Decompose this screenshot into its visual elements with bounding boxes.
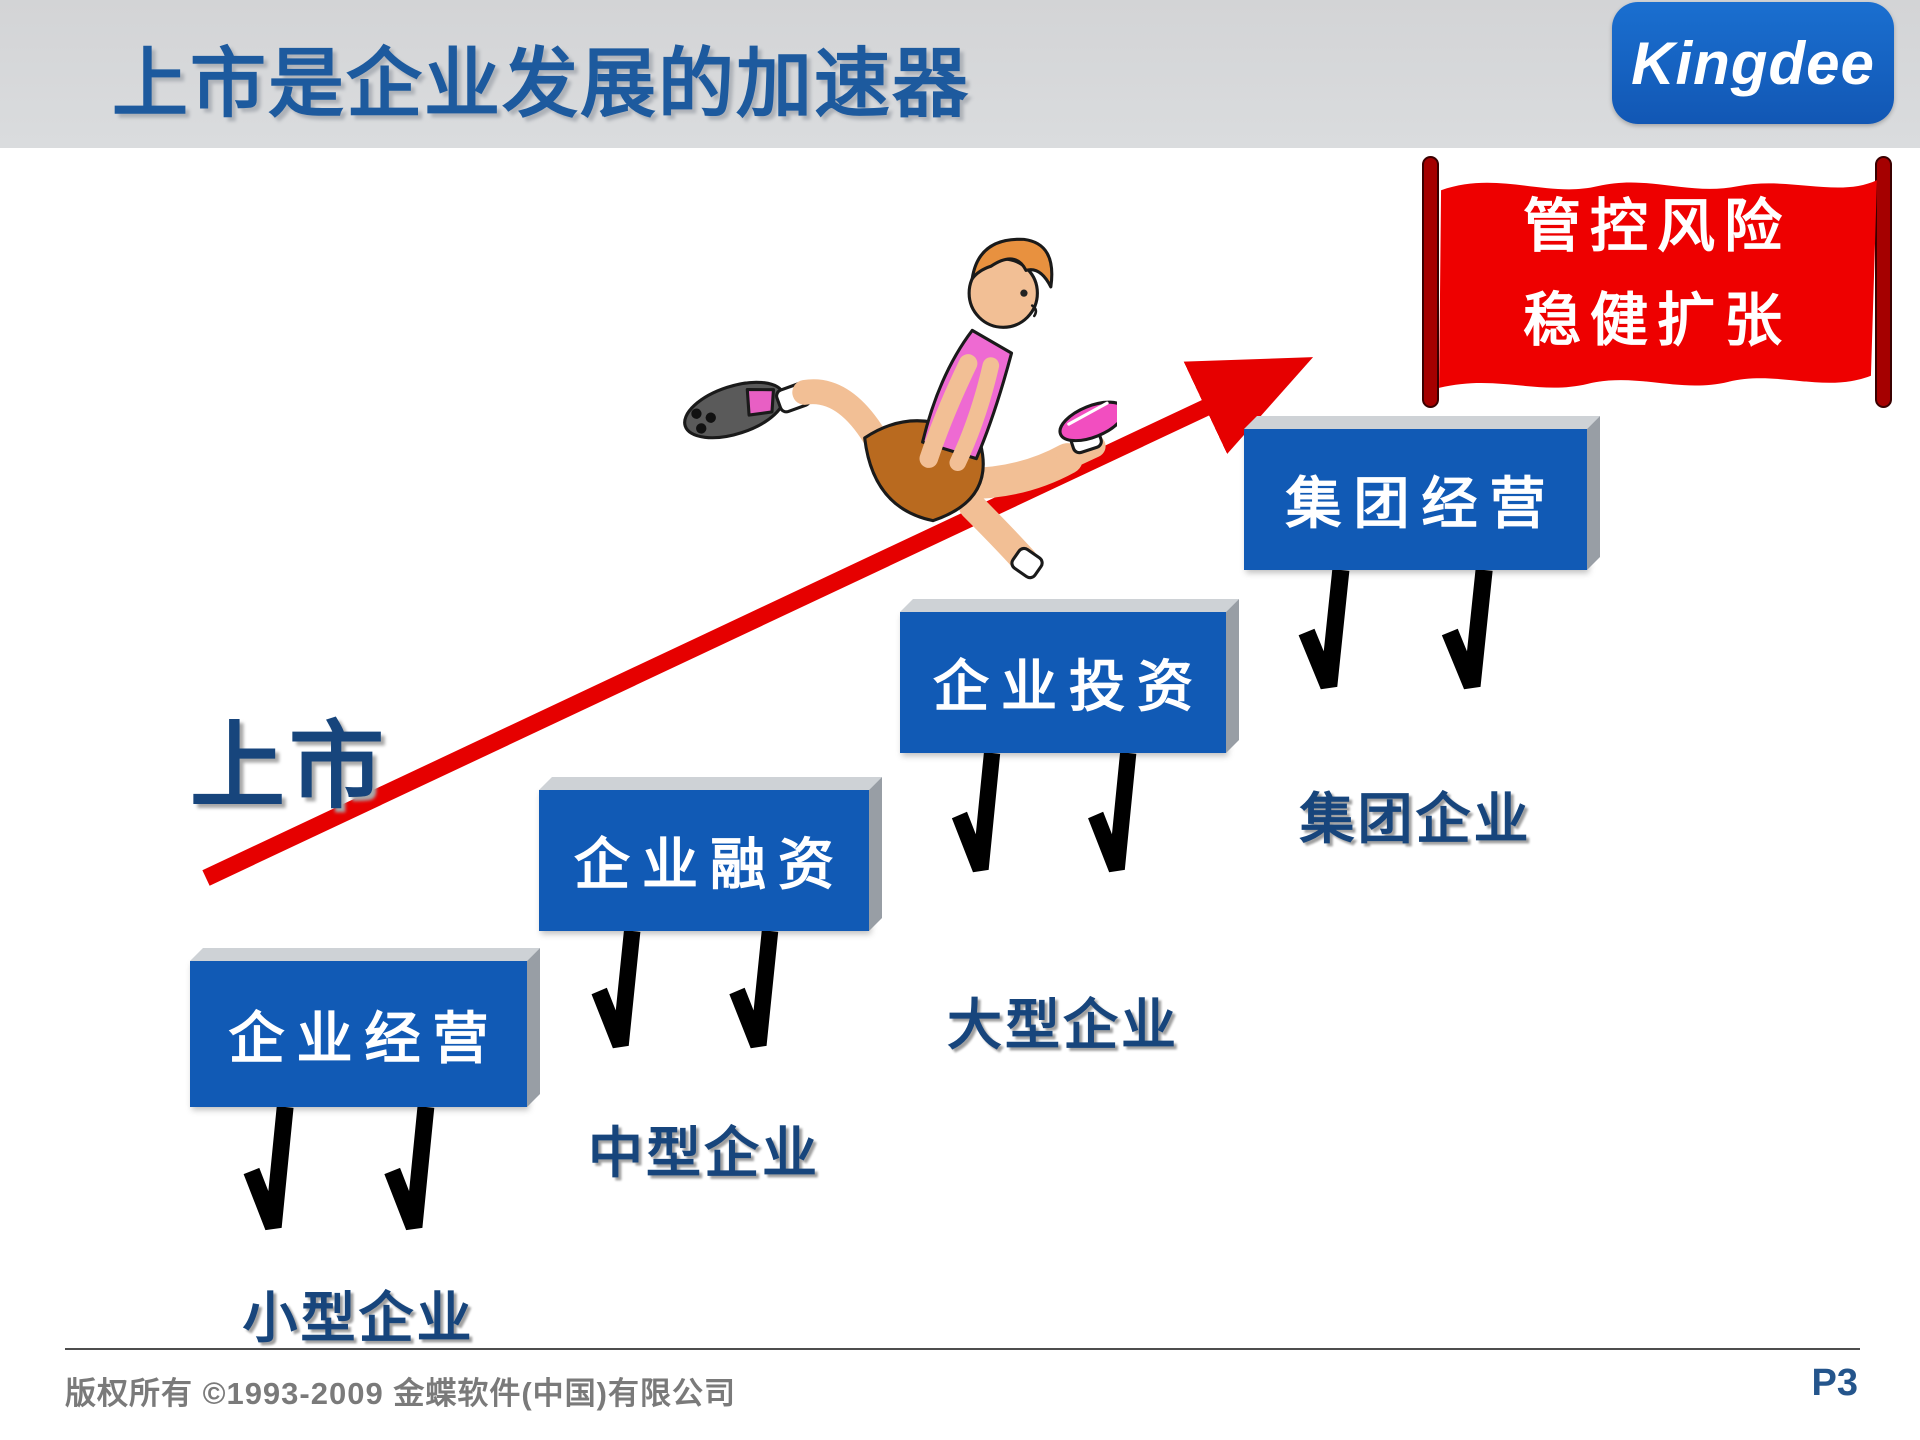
footer-divider bbox=[65, 1348, 1860, 1350]
hurdle-stage-2: 企业融资 中型企业 bbox=[539, 790, 869, 1184]
header-band: 上市是企业发展的加速器 bbox=[0, 0, 1920, 148]
hurdle-legs-icon bbox=[1298, 569, 1493, 690]
hurdle-stage-1: 企业经营 小型企业 bbox=[190, 961, 527, 1349]
kingdee-logo-text: Kingdee bbox=[1631, 29, 1875, 97]
enterprise-size-label: 中型企业 bbox=[587, 1122, 820, 1184]
hurdler-illustration bbox=[683, 237, 1117, 580]
copyright-text: 版权所有 ©1993-2009 金蝶软件(中国)有限公司 bbox=[65, 1376, 736, 1411]
enterprise-size-label: 小型企业 bbox=[242, 1287, 475, 1349]
hurdle-board-label: 企业经营 bbox=[228, 1008, 501, 1071]
hurdle-legs-icon bbox=[951, 752, 1137, 873]
hurdle-board-label: 集团经营 bbox=[1285, 474, 1558, 536]
hurdle-stage-4: 集团经营 集团企业 bbox=[1244, 429, 1587, 850]
page-number: P3 bbox=[1811, 1362, 1858, 1404]
board-bevel-top bbox=[539, 777, 882, 790]
board-bevel-right bbox=[869, 777, 882, 931]
ipo-label: 上市 bbox=[190, 714, 389, 820]
enterprise-size-label: 大型企业 bbox=[946, 994, 1179, 1056]
hurdle-legs-icon bbox=[243, 1106, 435, 1231]
banner-pole-left-icon bbox=[1422, 156, 1439, 408]
board-bevel-top bbox=[1244, 416, 1600, 429]
board-bevel-right bbox=[1587, 416, 1600, 570]
hurdle-board-label: 企业融资 bbox=[574, 835, 846, 897]
hurdle-board: 企业经营 bbox=[190, 961, 527, 1107]
kingdee-logo: Kingdee bbox=[1612, 2, 1894, 124]
board-bevel-right bbox=[1226, 599, 1239, 753]
banner-line-2: 稳健扩张 bbox=[1522, 287, 1791, 353]
board-bevel-right bbox=[527, 948, 540, 1107]
hurdle-board: 企业融资 bbox=[539, 790, 869, 931]
banner-line-1: 管控风险 bbox=[1522, 194, 1791, 259]
board-bevel-top bbox=[190, 948, 540, 961]
enterprise-size-label: 集团企业 bbox=[1299, 788, 1532, 850]
hurdle-board: 集团经营 bbox=[1244, 429, 1587, 570]
risk-banner: 管控风险 稳健扩张 bbox=[1422, 150, 1892, 418]
hurdle-legs-icon bbox=[591, 930, 779, 1049]
hurdle-board: 企业投资 bbox=[900, 612, 1226, 753]
hurdle-board-label: 企业投资 bbox=[933, 657, 1205, 719]
banner-text: 管控风险 稳健扩张 bbox=[1427, 180, 1887, 368]
hurdle-stage-3: 企业投资 大型企业 bbox=[900, 612, 1226, 1056]
page-title: 上市是企业发展的加速器 bbox=[112, 42, 970, 127]
board-bevel-top bbox=[900, 599, 1239, 612]
banner-pole-right-icon bbox=[1875, 156, 1892, 408]
banner-flag-shape bbox=[1439, 180, 1877, 388]
